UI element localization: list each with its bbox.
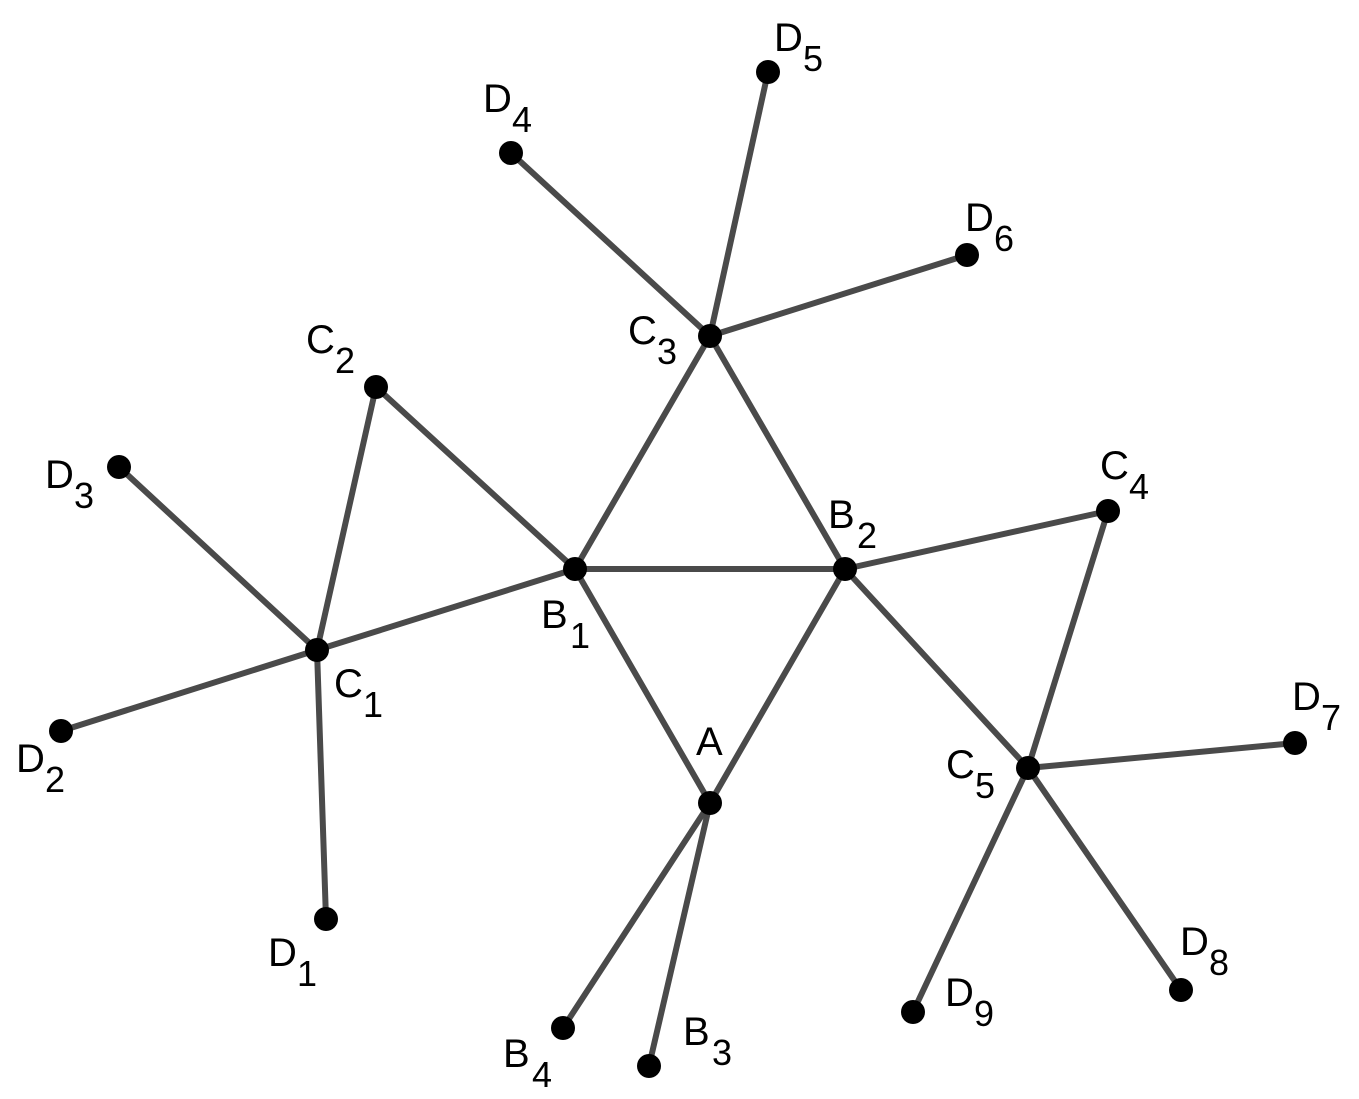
node-b1: [563, 557, 587, 581]
node-label-d8: D: [1180, 920, 1209, 964]
edge-c3-d4: [508, 150, 713, 339]
node-subscript-d1: 1: [297, 953, 317, 994]
node-b4: [551, 1016, 575, 1040]
node-label-c3: C: [628, 309, 657, 353]
node-label-d6: D: [965, 196, 994, 240]
edge-c5-d7: [1025, 740, 1298, 771]
edge-b2-c5: [842, 566, 1031, 771]
node-label-d9: D: [945, 971, 974, 1015]
node-d5: [756, 60, 780, 84]
node-subscript-d7: 7: [1321, 697, 1341, 738]
node-d2: [49, 719, 73, 743]
edge-a-b3: [646, 800, 713, 1069]
node-d6: [955, 243, 979, 267]
edge-a-b2: [707, 566, 848, 806]
node-subscript-b2: 2: [857, 515, 877, 556]
node-label-b4: B: [503, 1032, 530, 1076]
node-label-d4: D: [483, 77, 512, 121]
node-subscript-d6: 6: [994, 218, 1014, 259]
node-d7: [1283, 731, 1307, 755]
edge-c1-d1: [314, 647, 329, 922]
node-c4: [1096, 499, 1120, 523]
nodes-layer: [49, 60, 1307, 1078]
node-a: [698, 791, 722, 815]
edge-c5-d9: [910, 765, 1031, 1015]
edge-b1-c2: [373, 384, 578, 572]
node-subscript-b4: 4: [532, 1054, 552, 1095]
node-d4: [499, 141, 523, 165]
node-subscript-c1: 1: [363, 684, 383, 725]
node-c2: [364, 375, 388, 399]
node-b3: [637, 1054, 661, 1078]
node-b2: [833, 557, 857, 581]
node-subscript-c3: 3: [657, 331, 677, 372]
edge-c3-d6: [707, 252, 970, 339]
node-label-c5: C: [946, 743, 975, 787]
node-label-c4: C: [1100, 444, 1129, 488]
edge-b2-c3: [707, 333, 848, 572]
node-d3: [107, 455, 131, 479]
node-subscript-b1: 1: [570, 615, 590, 656]
node-label-b2: B: [828, 493, 855, 537]
node-label-c2: C: [306, 318, 335, 362]
edge-c5-d8: [1025, 765, 1184, 993]
node-label-b1: B: [541, 593, 568, 637]
node-subscript-d4: 4: [512, 99, 532, 140]
node-label-c1: C: [334, 662, 363, 706]
node-label-d3: D: [45, 453, 74, 497]
edge-a-b1: [572, 566, 713, 806]
node-subscript-c2: 2: [335, 340, 355, 381]
edge-b2-c4: [842, 508, 1111, 572]
edge-a-b4: [560, 800, 713, 1031]
edges-layer: [58, 69, 1298, 1069]
edge-b1-c3: [572, 333, 713, 572]
node-c1: [305, 638, 329, 662]
node-c3: [698, 324, 722, 348]
node-subscript-c5: 5: [975, 765, 995, 806]
node-label-a: A: [696, 720, 723, 764]
edge-c1-d3: [116, 464, 320, 653]
node-label-b3: B: [683, 1010, 710, 1054]
node-d1: [314, 907, 338, 931]
node-subscript-d9: 9: [974, 993, 994, 1034]
edge-c1-d2: [58, 647, 320, 734]
edge-b1-c1: [314, 566, 578, 653]
edge-c3-d5: [707, 69, 771, 339]
node-subscript-d3: 3: [74, 475, 94, 516]
node-subscript-d8: 8: [1209, 942, 1229, 983]
node-c5: [1016, 756, 1040, 780]
node-d8: [1169, 978, 1193, 1002]
node-subscript-d5: 5: [803, 38, 823, 79]
node-label-d5: D: [774, 16, 803, 60]
node-subscript-d2: 2: [45, 759, 65, 800]
node-subscript-c4: 4: [1129, 466, 1149, 507]
edge-c1-c2: [314, 384, 379, 653]
edge-c4-c5: [1025, 508, 1111, 771]
node-d9: [901, 1000, 925, 1024]
node-label-d1: D: [268, 931, 297, 975]
node-subscript-b3: 3: [712, 1032, 732, 1073]
node-label-d2: D: [16, 737, 45, 781]
node-label-d7: D: [1292, 675, 1321, 719]
